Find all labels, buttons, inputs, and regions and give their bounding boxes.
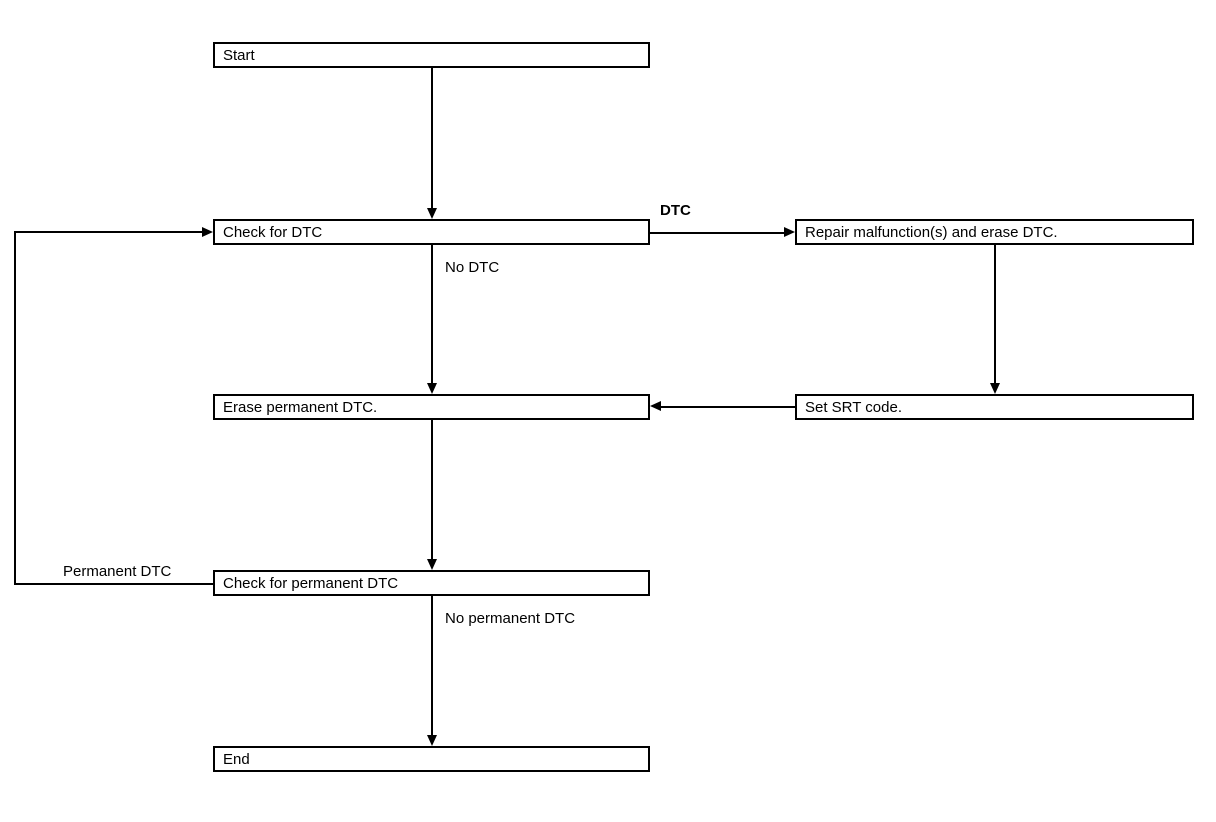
arrowhead-start-to-check-dtc xyxy=(427,208,437,219)
arrowhead-check-dtc-to-erase-permanent xyxy=(427,383,437,394)
arrowhead-check-dtc-to-repair xyxy=(784,227,795,237)
node-set-srt-code-label: Set SRT code. xyxy=(805,398,903,416)
node-check-for-permanent-dtc[interactable]: Check for permanent DTC xyxy=(213,570,650,596)
node-erase-permanent-dtc-label: Erase permanent DTC. xyxy=(223,398,378,416)
node-end[interactable]: End xyxy=(213,746,650,772)
edge-set-srt-to-erase-permanent xyxy=(661,406,795,408)
edge-label-dtc: DTC xyxy=(660,202,691,219)
arrowhead-check-permanent-to-end xyxy=(427,735,437,746)
arrowhead-permanent-dtc-feedback xyxy=(202,227,213,237)
node-end-label: End xyxy=(223,750,250,768)
node-set-srt-code[interactable]: Set SRT code. xyxy=(795,394,1194,420)
node-start[interactable]: Start xyxy=(213,42,650,68)
edge-erase-permanent-to-check-permanent xyxy=(431,420,433,560)
edge-label-no-permanent-dtc: No permanent DTC xyxy=(445,610,576,627)
node-check-for-permanent-dtc-label: Check for permanent DTC xyxy=(223,574,399,592)
node-repair-malfunctions-label: Repair malfunction(s) and erase DTC. xyxy=(805,223,1058,241)
edge-permanent-dtc-feedback-top xyxy=(14,231,202,233)
node-repair-malfunctions[interactable]: Repair malfunction(s) and erase DTC. xyxy=(795,219,1194,245)
node-check-for-dtc-label: Check for DTC xyxy=(223,223,323,241)
edge-label-no-dtc: No DTC xyxy=(445,259,500,276)
edge-start-to-check-dtc xyxy=(431,68,433,209)
arrowhead-repair-to-set-srt xyxy=(990,383,1000,394)
edge-check-permanent-to-end xyxy=(431,596,433,736)
node-erase-permanent-dtc[interactable]: Erase permanent DTC. xyxy=(213,394,650,420)
node-check-for-dtc[interactable]: Check for DTC xyxy=(213,219,650,245)
edge-check-dtc-to-repair xyxy=(650,232,784,234)
node-start-label: Start xyxy=(223,46,255,64)
arrowhead-erase-permanent-to-check-permanent xyxy=(427,559,437,570)
arrowhead-set-srt-to-erase-permanent xyxy=(650,401,661,411)
edge-permanent-dtc-feedback-left xyxy=(14,231,16,585)
edge-repair-to-set-srt xyxy=(994,245,996,384)
edge-check-dtc-to-erase-permanent xyxy=(431,245,433,384)
edge-label-permanent-dtc: Permanent DTC xyxy=(63,563,172,580)
edge-permanent-dtc-feedback-bottom xyxy=(14,583,215,585)
